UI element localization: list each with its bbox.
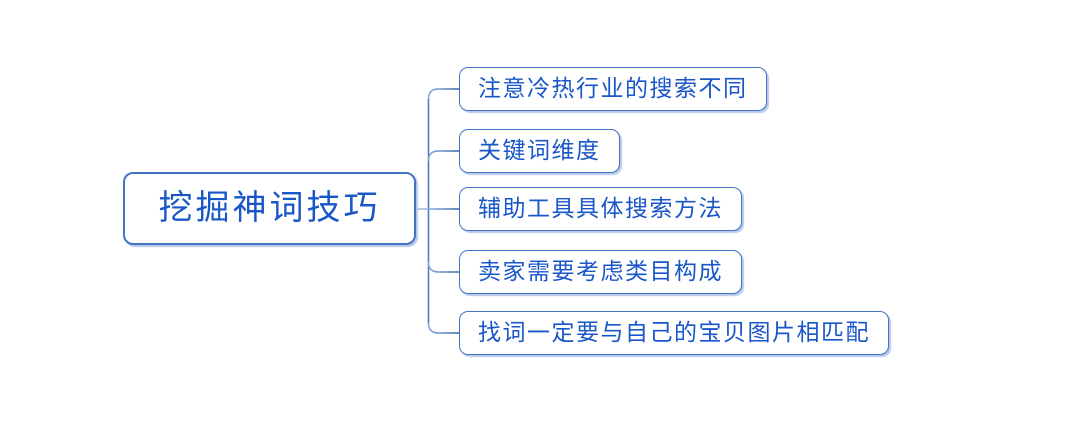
topic-child-2-label: 关键词维度 <box>478 138 601 163</box>
topic-child-5-label: 找词一定要与自己的宝贝图片相匹配 <box>478 320 870 345</box>
topic-child-4[interactable]: 卖家需要考虑类目构成 <box>459 250 742 294</box>
topic-root[interactable]: 挖掘神词技巧 <box>123 172 416 245</box>
topic-child-1[interactable]: 注意冷热行业的搜索不同 <box>459 67 767 111</box>
connector-branch-child-4 <box>427 261 459 273</box>
topic-child-5[interactable]: 找词一定要与自己的宝贝图片相匹配 <box>459 311 889 355</box>
topic-child-3[interactable]: 辅助工具具体搜索方法 <box>459 187 742 231</box>
connector-branch-child-1 <box>427 88 459 100</box>
topic-child-4-label: 卖家需要考虑类目构成 <box>478 259 723 284</box>
topic-root-label: 挖掘神词技巧 <box>158 190 381 227</box>
topic-child-1-label: 注意冷热行业的搜索不同 <box>478 76 748 101</box>
connector-branch-child-5 <box>427 322 459 334</box>
topic-child-2[interactable]: 关键词维度 <box>459 129 620 173</box>
topic-child-3-label: 辅助工具具体搜索方法 <box>478 196 723 221</box>
connector-branch-child-2 <box>427 150 459 162</box>
